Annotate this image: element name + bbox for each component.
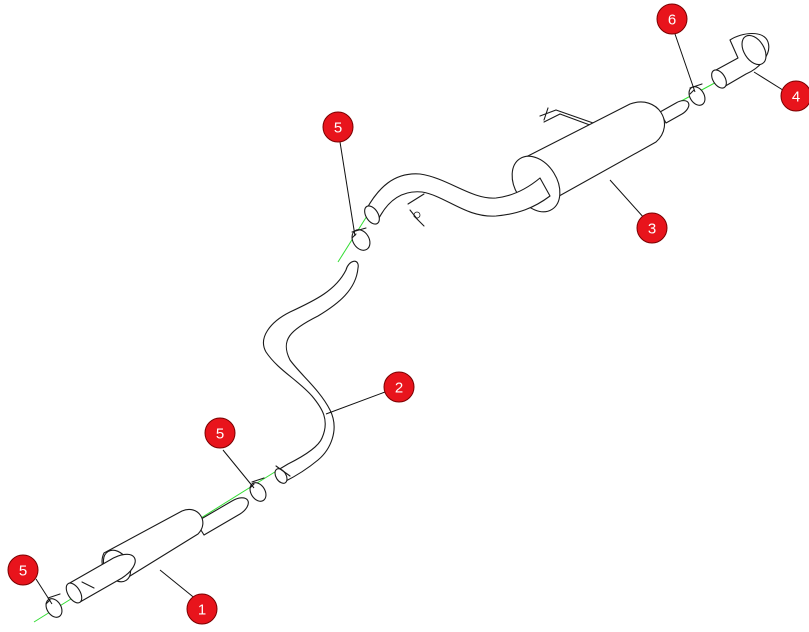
leader-2 bbox=[325, 391, 386, 415]
leader-5c bbox=[339, 141, 356, 237]
leader-3 bbox=[609, 179, 646, 220]
balloon-2: 2 bbox=[383, 371, 415, 403]
balloon-1: 1 bbox=[186, 593, 218, 625]
clamp-front bbox=[45, 593, 63, 618]
balloon-2-number: 2 bbox=[395, 380, 403, 397]
balloon-5-front: 5 bbox=[7, 554, 39, 586]
balloon-5-upper: 5 bbox=[322, 111, 354, 143]
leader-lines bbox=[35, 33, 787, 605]
balloon-1-number: 1 bbox=[198, 602, 206, 619]
balloon-4-number: 4 bbox=[792, 89, 800, 106]
leader-1 bbox=[159, 569, 198, 601]
tail-pipe-tip bbox=[711, 32, 770, 89]
leader-5a bbox=[35, 578, 53, 605]
balloon-5-middle-number: 5 bbox=[216, 426, 224, 443]
rear-silencer bbox=[364, 100, 690, 227]
leader-5b bbox=[222, 449, 255, 489]
balloon-5-middle: 5 bbox=[204, 417, 236, 449]
balloon-5-front-number: 5 bbox=[19, 563, 27, 580]
front-silencer bbox=[65, 497, 249, 604]
balloon-6-number: 6 bbox=[668, 12, 676, 29]
balloon-3: 3 bbox=[636, 212, 668, 244]
intermediate-pipe bbox=[263, 260, 359, 484]
balloon-3-number: 3 bbox=[648, 221, 656, 238]
balloon-4: 4 bbox=[780, 80, 809, 112]
balloon-6: 6 bbox=[656, 3, 688, 35]
leader-6 bbox=[674, 33, 696, 93]
clamp-middle-upper bbox=[351, 227, 371, 251]
clamp-rear bbox=[688, 83, 706, 106]
leader-4 bbox=[753, 71, 787, 93]
balloon-5-upper-number: 5 bbox=[334, 120, 342, 137]
